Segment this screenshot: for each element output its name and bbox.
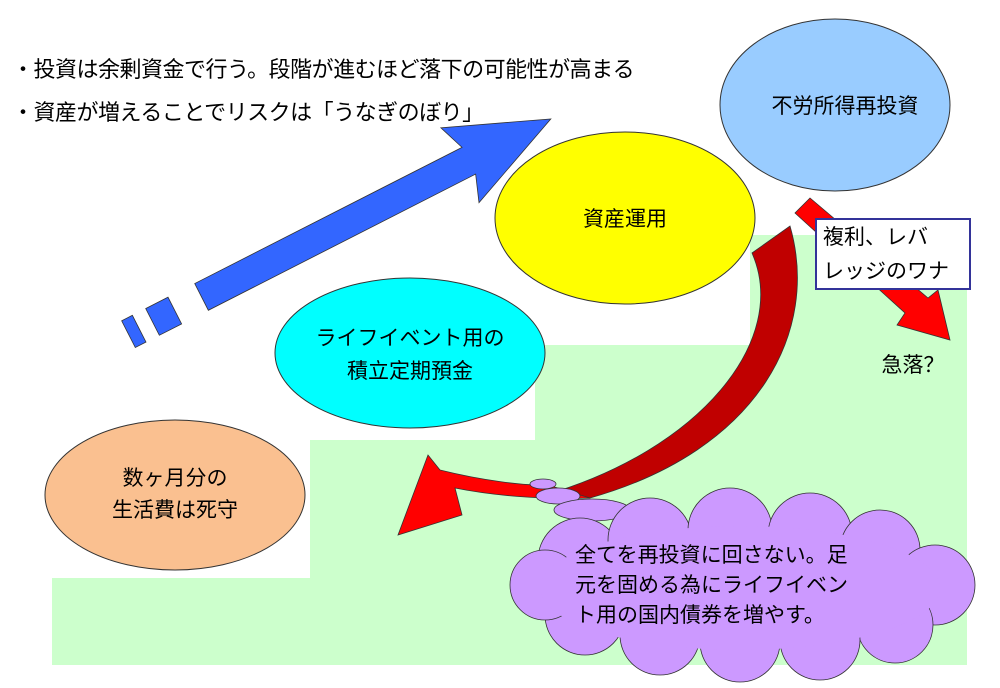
stage-savings <box>274 277 546 429</box>
stage-investment <box>494 131 756 305</box>
return-arrow-curve <box>544 225 798 499</box>
arrow-dash <box>121 314 147 349</box>
cloud-text: 全てを再投資に回さない。足元を固める為にライフイベント用の国内債券を増やす。 <box>575 543 848 627</box>
crash-label: 急落？ <box>882 353 945 377</box>
cloud-bubble <box>529 478 557 490</box>
bullet-1: ・投資は余剰資金で行う。段階が進むほど落下の可能性が高まる <box>12 58 635 83</box>
stage-living-expenses <box>44 419 306 571</box>
stage-investment-label: 資産運用 <box>583 207 667 231</box>
warning-box: 複利、レバ レッジのワナ <box>815 218 971 290</box>
cloud-bubble <box>535 487 581 505</box>
stage-reinvestment <box>719 18 951 192</box>
cloud-fill <box>540 526 940 650</box>
rising-arrow <box>121 118 552 349</box>
stage-savings-label: ライフイベント用の積立定期預金 <box>316 326 505 383</box>
stage-living-label: 数ヶ月分の生活費は死守 <box>112 466 238 522</box>
warning-line-2: レッジのワナ <box>823 259 949 283</box>
stage-reinvest-label: 不労所得再投資 <box>772 94 919 118</box>
arrow-dash <box>145 296 183 336</box>
bullet-2: ・資産が増えることでリスクは「うなぎのぼり」 <box>12 101 484 126</box>
warning-line-1: 複利、レバ <box>823 225 928 249</box>
arrow-body <box>194 118 552 311</box>
